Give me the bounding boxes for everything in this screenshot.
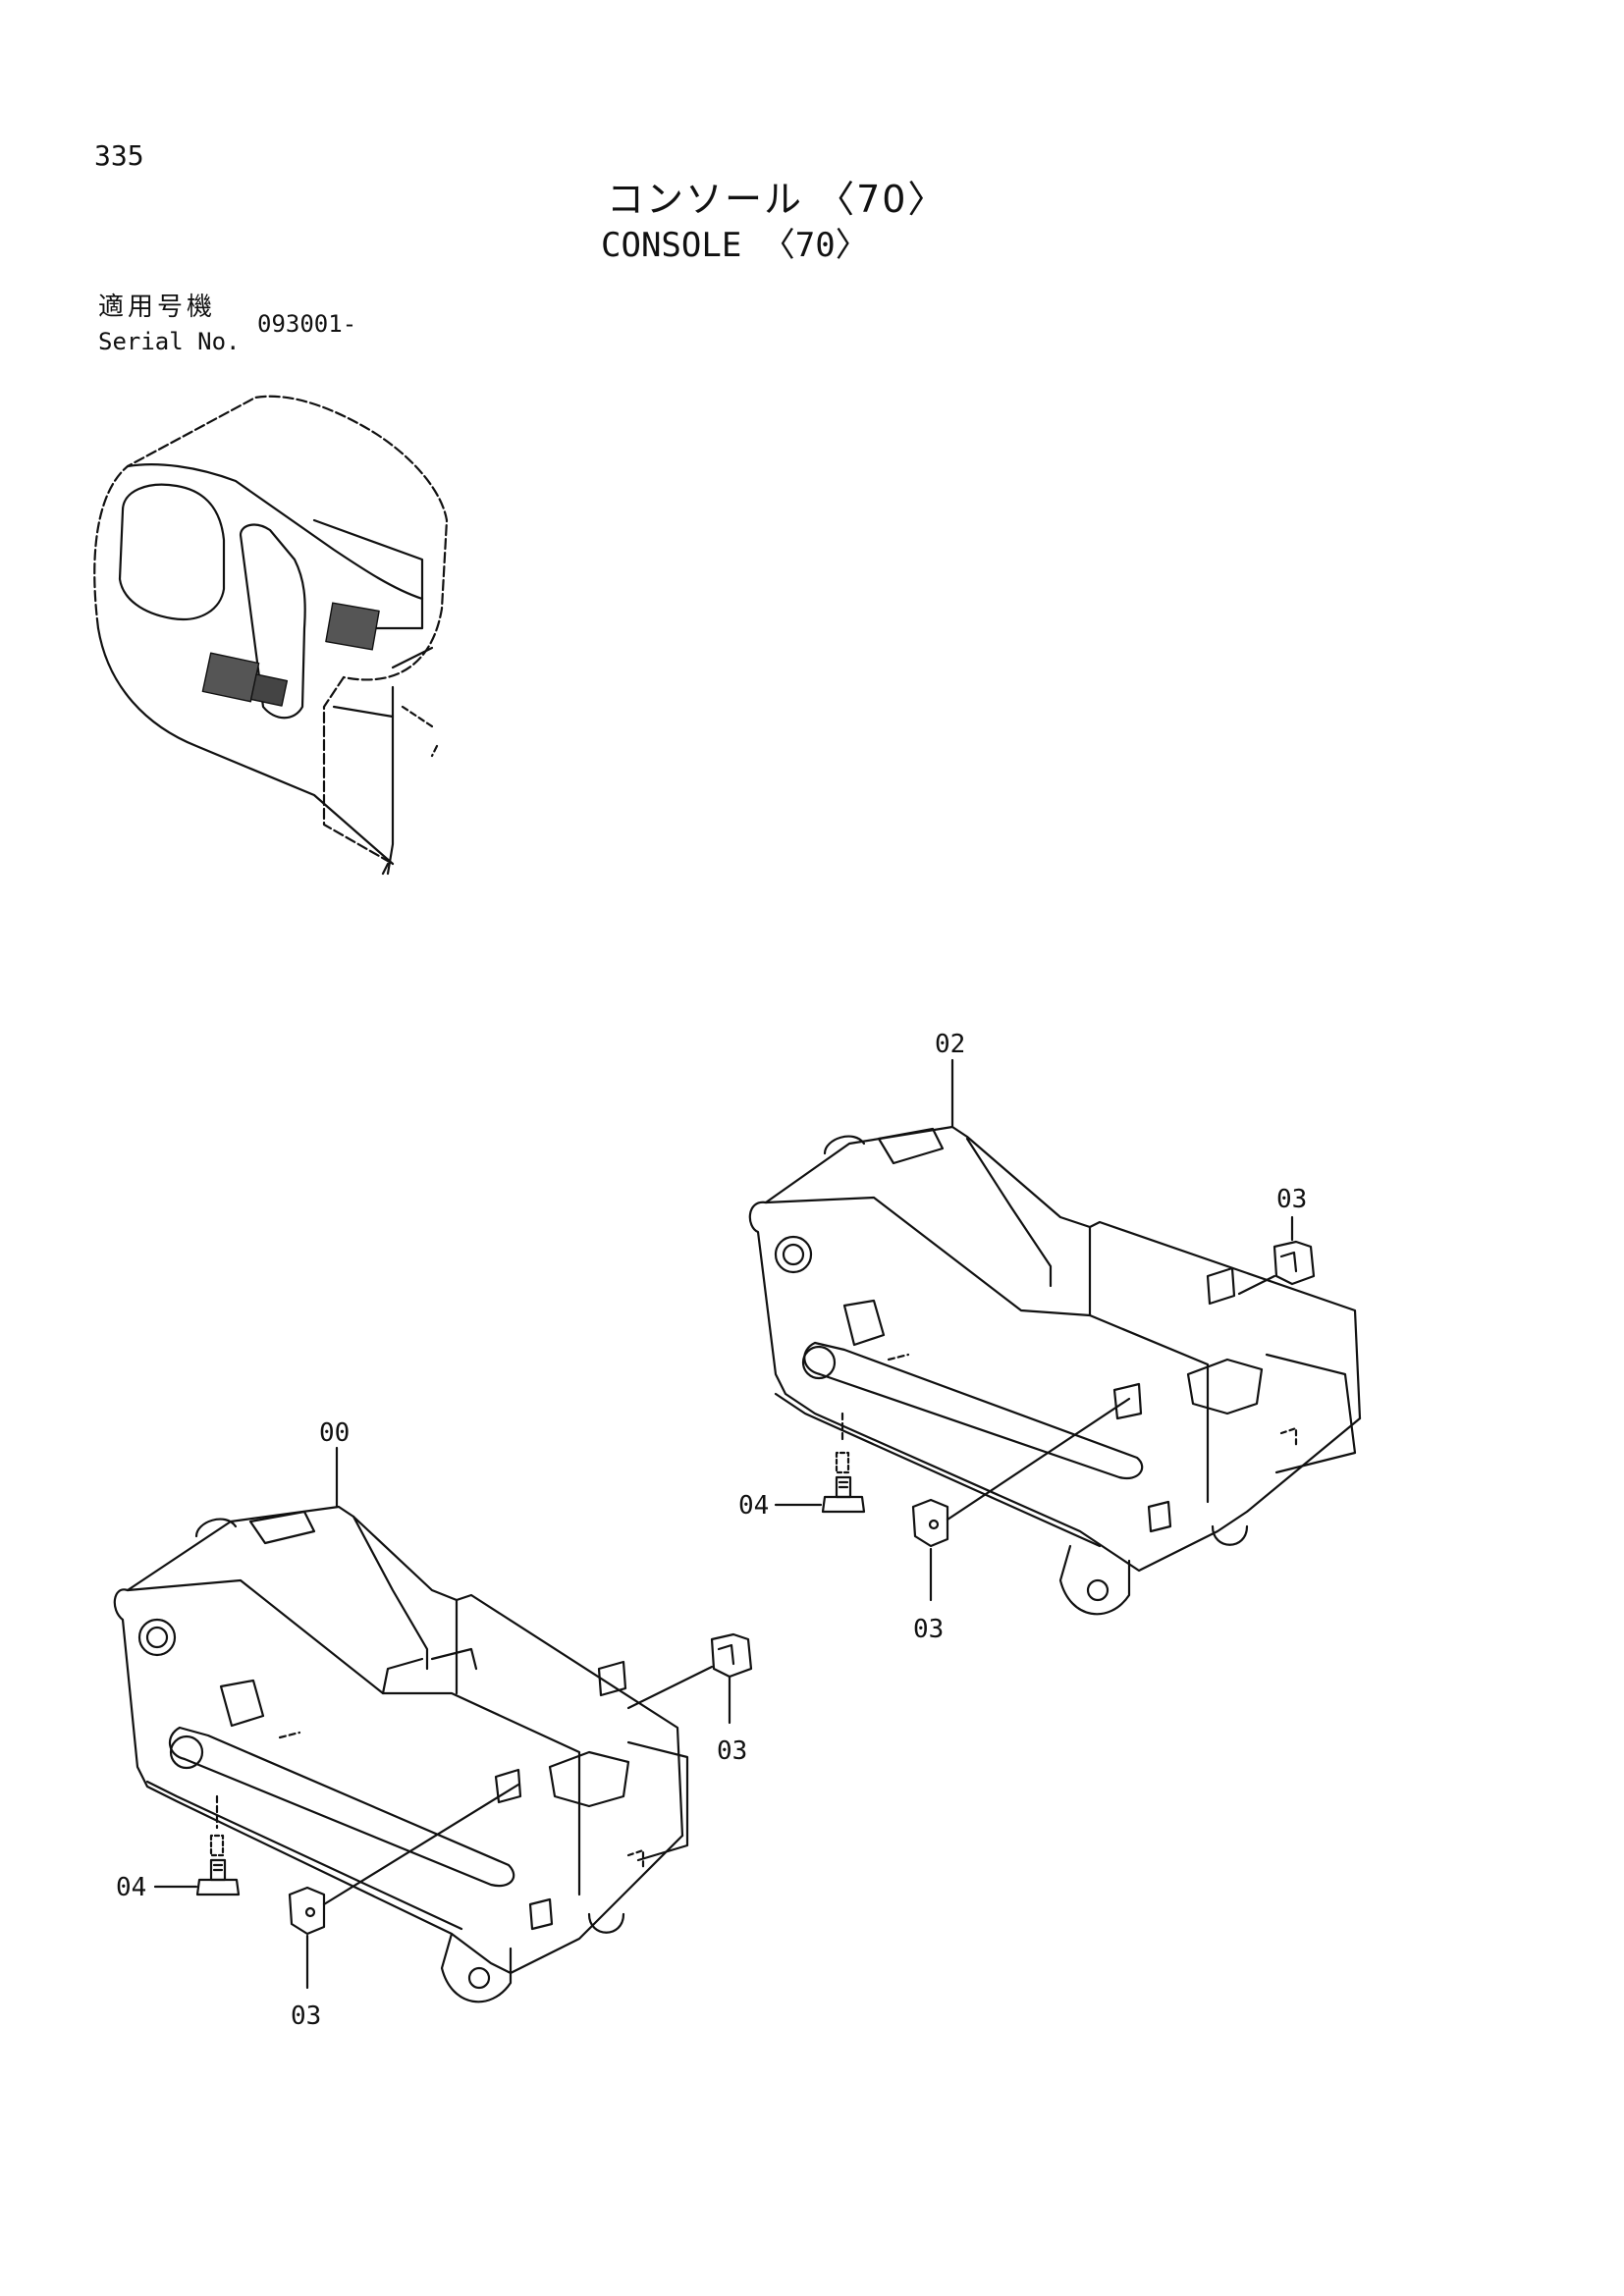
serial-label-japanese: 適用号機: [98, 293, 217, 322]
callout-label-cap-upper-right: 03: [1276, 1185, 1307, 1214]
console-assembly-lower: [113, 1505, 689, 2003]
cap-lower-bottom: [288, 1783, 520, 1990]
page-title-english: CONSOLE 〈70〉: [601, 226, 869, 265]
callout-label-cap-upper-bottom: 03: [913, 1615, 944, 1644]
callout-label-bolt-lower: 04: [116, 1873, 146, 1902]
serial-number-value: 093001-: [257, 310, 357, 338]
callout-label-cap-lower-right: 03: [717, 1736, 747, 1766]
bolt-upper: [821, 1412, 866, 1514]
serial-label-english: Serial No.: [98, 328, 241, 355]
cab-locator-illustration: [93, 395, 449, 876]
callout-label-console-lower: 00: [319, 1418, 350, 1448]
callout-label-console-upper: 02: [935, 1030, 965, 1059]
console-assembly-upper: [748, 1125, 1362, 1616]
bolt-lower: [195, 1794, 241, 1896]
cap-lower-right: [626, 1632, 753, 1725]
cap-upper-right: [1237, 1215, 1316, 1296]
page-number: 335: [94, 139, 144, 172]
callout-label-cap-lower-bottom: 03: [291, 2002, 321, 2031]
callout-label-bolt-upper: 04: [738, 1491, 769, 1521]
cap-upper-bottom: [911, 1397, 1131, 1602]
page-title-japanese: コンソール 〈70〉: [607, 178, 947, 221]
